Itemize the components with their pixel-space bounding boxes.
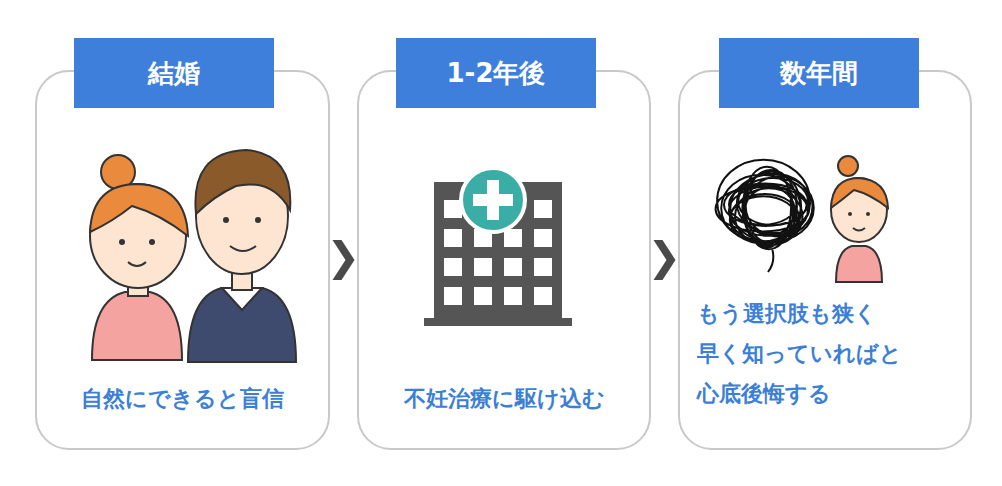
step-panel: 自然にできると盲信結婚: [35, 70, 330, 450]
step-description: もう選択肢も狭く 早く知っていればと 心底後悔する: [697, 294, 959, 414]
couple-illustration: [90, 150, 296, 362]
header-band: 数年間: [719, 38, 919, 108]
arrow-head: [333, 240, 355, 280]
header-band: 結婚: [74, 38, 274, 108]
step-title: 結婚: [148, 56, 200, 91]
step-description: 自然にできると盲信: [37, 384, 328, 414]
scribble-icon: [716, 160, 814, 272]
header-band: 1-2年後: [396, 38, 596, 108]
chevron-arrow: [654, 240, 676, 280]
step-panel: 不妊治療に駆け込む1-2年後: [357, 70, 651, 450]
arrow-head: [654, 240, 676, 280]
step-description: 不妊治療に駆け込む: [359, 384, 649, 414]
woman-illustration: [831, 156, 888, 282]
hospital-icon: [424, 168, 572, 326]
chevron-arrow: [333, 240, 355, 280]
step-title: 1-2年後: [447, 56, 546, 91]
step-panel: もう選択肢も狭く 早く知っていればと 心底後悔する数年間: [678, 70, 972, 450]
step-title: 数年間: [780, 56, 858, 91]
